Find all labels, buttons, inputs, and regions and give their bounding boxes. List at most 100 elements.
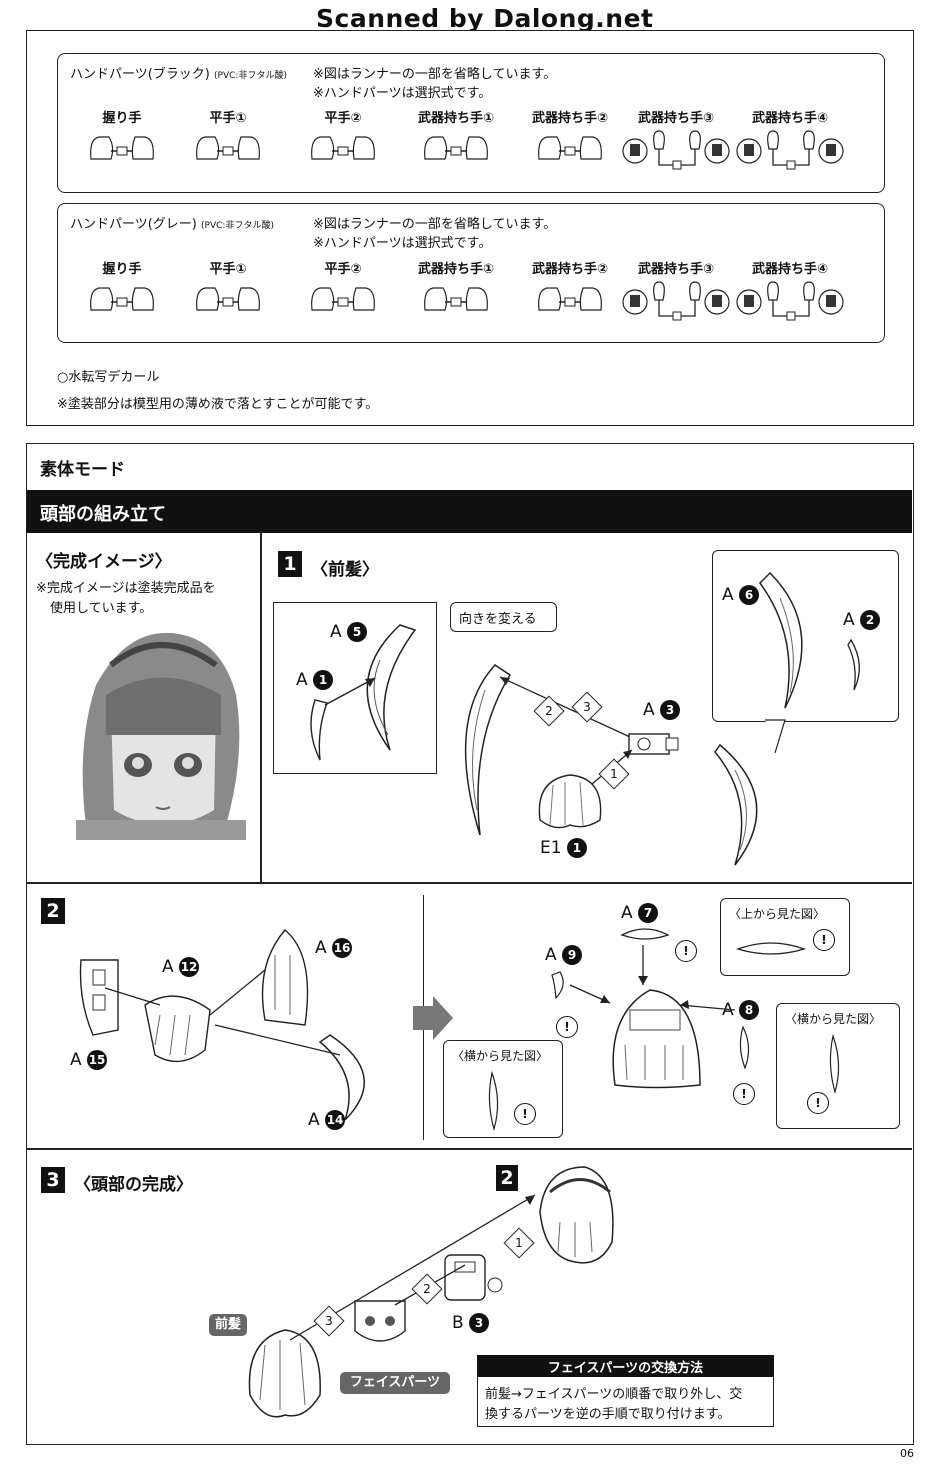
exchange-line1: 前髪→フェイスパーツの順番で取り外し、交 (485, 1387, 743, 1402)
braid-part-a7 (620, 928, 670, 940)
hand-black-note1: ※図はランナーの一部を省略しています。 (313, 67, 557, 82)
complete-note-line1: ※完成イメージは塗装完成品を (36, 581, 216, 596)
hand-part-icon (311, 287, 375, 311)
callout-top-view: 〈上から見た図〉 ! (720, 898, 850, 976)
hand-part-icon (736, 130, 844, 170)
head-title: 頭部の組み立て (40, 504, 166, 525)
exchange-title: フェイスパーツの交換方法 (547, 1361, 704, 1376)
hand-parts-black-box (57, 53, 885, 193)
bangs-pill: 前髪 (209, 1314, 247, 1336)
decal-note: ○水転写デカール (57, 370, 160, 385)
bang-assembly-center (464, 664, 512, 836)
braid-part-a8 (739, 1025, 750, 1070)
excl-a7: ! (675, 940, 697, 962)
hand-item-label: 武器持ち手② (531, 262, 608, 277)
hand-parts-grey-box (57, 203, 885, 343)
hand-item-label: 握り手 (102, 262, 142, 277)
head-back-assembly (539, 1166, 614, 1264)
callout-pointer (765, 719, 786, 754)
bang-part-a1 (310, 699, 328, 761)
hand-item-label: 武器持ち手① (417, 262, 494, 277)
step3-title: 〈頭部の完成〉 (74, 1175, 193, 1195)
step1-number: 1 (278, 551, 302, 577)
hand-part-icon (424, 136, 488, 160)
label-a5: A 5 (330, 622, 368, 642)
step1-title: 〈前髪〉 (311, 560, 379, 580)
hand-black-material: (PVC:非フタル酸) (214, 71, 287, 81)
complete-title: 〈完成イメージ〉 (36, 552, 172, 572)
label-a9: A 9 (545, 945, 583, 965)
label-e1: E1 1 (540, 838, 587, 858)
turn-callout: 向きを変える (450, 602, 557, 632)
hand-item-label: 平手① (209, 111, 247, 126)
hand-grey-note1: ※図はランナーの一部を省略しています。 (313, 217, 557, 232)
label-a16: A 16 (315, 938, 353, 958)
excl-a8: ! (733, 1083, 755, 1105)
hand-part-icon (538, 287, 602, 311)
label-a7: A 7 (621, 903, 659, 923)
complete-note-line2: 使用しています。 (50, 601, 153, 616)
hair-assembly (612, 989, 701, 1089)
excl-a9: ! (556, 1016, 578, 1038)
step3-ref-step: 2 (496, 1165, 518, 1191)
hand-part-icon (622, 130, 730, 170)
callout-side-view-2: 〈横から見た図〉 ! (776, 1003, 900, 1129)
joint-part-a3 (628, 733, 679, 755)
label-a2: A 2 (843, 610, 881, 630)
bangs-part (248, 1329, 321, 1418)
hand-grey-title: ハンドパーツ(グレー) (70, 217, 197, 232)
callout-side-view-1: 〈横から見た図〉 ! (443, 1040, 563, 1138)
exchange-title-bar: フェイスパーツの交換方法 (477, 1355, 774, 1377)
arrow (324, 677, 376, 706)
hand-item-label: 武器持ち手④ (751, 262, 828, 277)
head-title-bar: 頭部の組み立て (27, 490, 912, 533)
hand-item-label: 平手② (324, 111, 362, 126)
label-a3: A 3 (643, 700, 681, 720)
hand-part-icon (622, 281, 730, 321)
hand-item-label: 平手① (209, 262, 247, 277)
hand-item-label: 平手② (324, 262, 362, 277)
label-a8: A 8 (722, 1000, 760, 1020)
hand-item-label: 武器持ち手② (531, 111, 608, 126)
arrow (499, 676, 631, 738)
hand-part-icon (424, 287, 488, 311)
hand-part-icon (736, 281, 844, 321)
hand-item-label: 武器持ち手③ (637, 111, 714, 126)
next-arrow (413, 996, 453, 1040)
step3-number: 3 (41, 1167, 65, 1193)
divider (27, 882, 912, 884)
face-pill: フェイスパーツ (340, 1372, 450, 1394)
watermark: Scanned by Dalong.net (316, 4, 654, 33)
hand-item-label: 握り手 (102, 111, 142, 126)
head-joint-b3 (444, 1254, 503, 1301)
bang-part-a5 (366, 624, 417, 751)
divider (27, 1148, 912, 1150)
hand-part-icon (196, 287, 260, 311)
step1-inset-right (712, 550, 899, 722)
label-a6: A 6 (722, 585, 760, 605)
hand-part-icon (311, 136, 375, 160)
bang-part-a6 (759, 571, 803, 709)
bang-part-right (714, 743, 758, 866)
hair-part-a12 (144, 995, 211, 1063)
step2-number: 2 (41, 898, 65, 924)
hair-part-a15 (79, 959, 119, 1036)
hand-black-title: ハンドパーツ(ブラック) (70, 67, 210, 82)
hand-grey-title-row: ハンドパーツ(グレー) (PVC:非フタル酸) (70, 213, 274, 232)
hand-grey-note2: ※ハンドパーツは選択式です。 (313, 236, 492, 251)
hand-part-icon (90, 287, 154, 311)
hair-part-a16 (261, 929, 309, 1026)
label-a1: A 1 (296, 670, 334, 690)
bang-part-e1 (538, 774, 602, 829)
hand-item-label: 武器持ち手③ (637, 262, 714, 277)
complete-head-illustration (76, 625, 246, 840)
arrows-step2-right (569, 945, 736, 1011)
hand-part-icon (196, 136, 260, 160)
face-part (354, 1300, 406, 1342)
label-b3: B 3 (452, 1313, 490, 1333)
section-title: 素体モード (40, 460, 125, 480)
hand-grey-material: (PVC:非フタル酸) (201, 221, 274, 231)
label-a15: A 15 (70, 1050, 108, 1070)
divider (260, 533, 262, 883)
hand-part-icon (538, 136, 602, 160)
